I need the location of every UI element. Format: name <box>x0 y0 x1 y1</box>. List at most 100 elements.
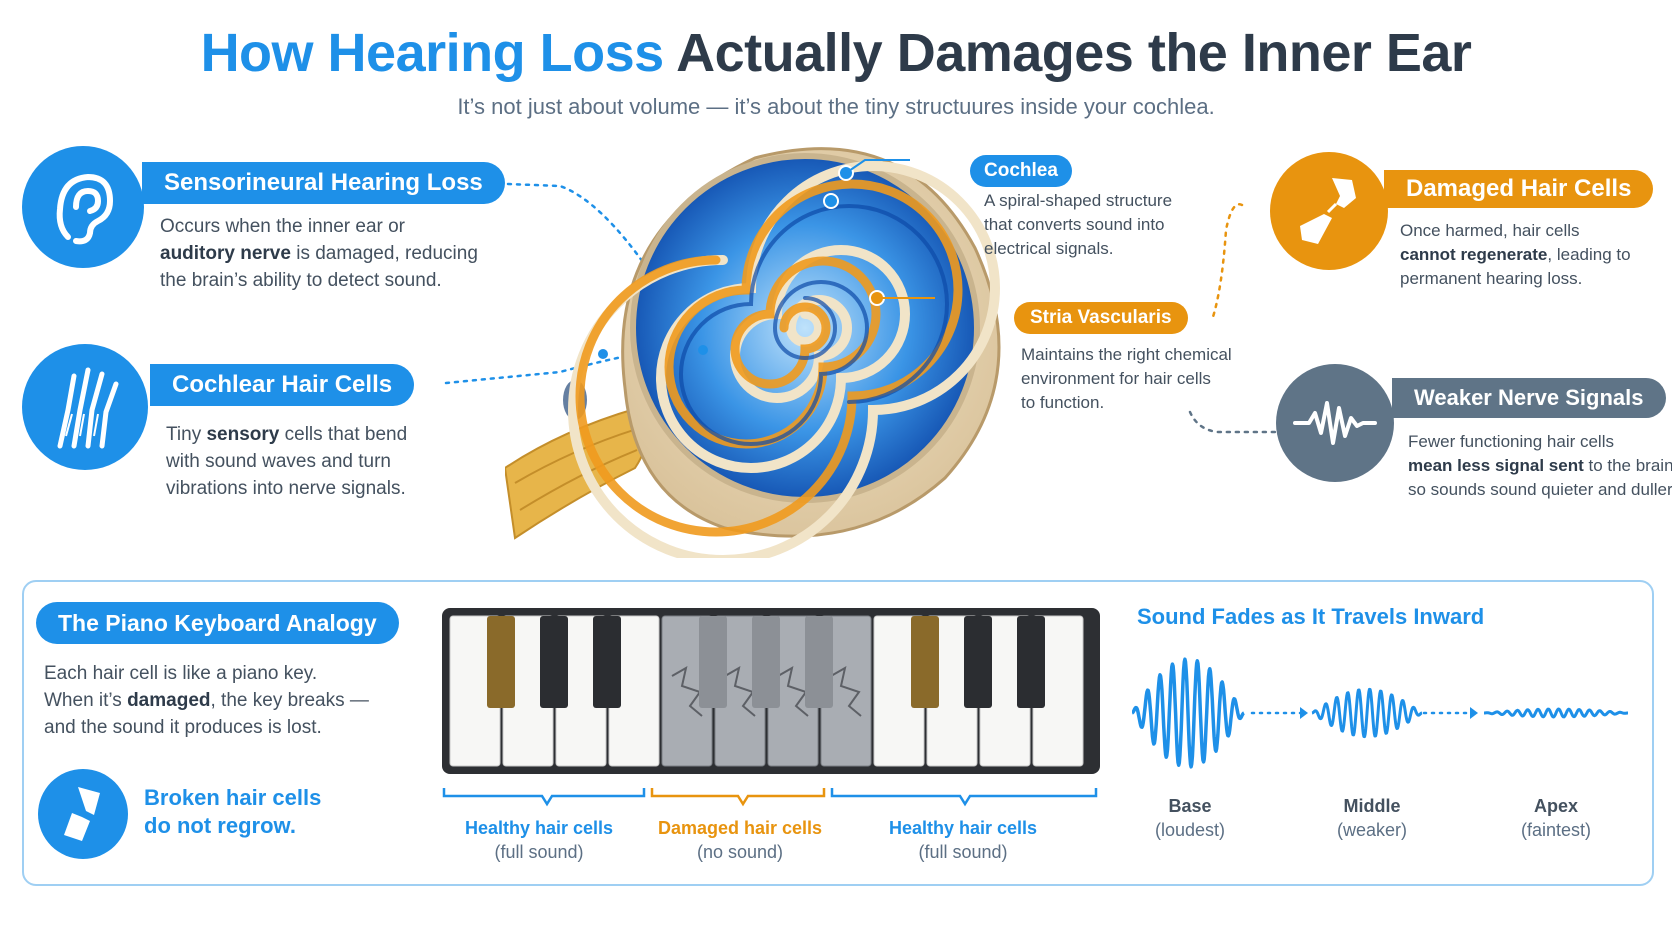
black-keys <box>487 616 1045 708</box>
piano-analogy-label: The Piano Keyboard Analogy <box>36 602 399 644</box>
piano-description: Each hair cell is like a piano key. When… <box>44 660 369 741</box>
weaker-line-2: to the brain, <box>1583 456 1672 475</box>
hair-cells-post: cells that bend <box>279 424 408 445</box>
connector-sensorineural <box>506 182 652 274</box>
hair-cells-icon <box>22 344 148 470</box>
bracket-healthy-right <box>830 788 1098 807</box>
stage-middle-sub: (weaker) <box>1336 820 1407 840</box>
sensorineural-description: Occurs when the inner ear or auditory ne… <box>160 213 478 294</box>
key-crack <box>777 666 809 717</box>
group-3-sub: (full sound) <box>918 842 1008 862</box>
sensorineural-line-1: Occurs when the inner ear or <box>160 216 406 237</box>
title-rest: Actually Damages the Inner Ear <box>676 23 1472 83</box>
bracket-healthy-left <box>442 788 646 807</box>
hair-cells-bold: sensory <box>206 424 280 445</box>
damaged-line-3: permanent hearing loss. <box>1400 269 1583 288</box>
damaged-black-key <box>752 616 780 708</box>
piano-bold: damaged <box>127 690 211 711</box>
cochlea-line-2: that converts sound into <box>984 215 1165 234</box>
weaker-description: Fewer functioning hair cells mean less s… <box>1408 430 1672 502</box>
stria-line-1: Maintains the right chemical <box>1021 345 1232 364</box>
piano-analogy-panel <box>22 580 1654 886</box>
weaker-line-1: Fewer functioning hair cells <box>1408 432 1614 451</box>
page-subtitle: It’s not just about volume — it’s about … <box>457 94 1215 119</box>
stria-band <box>575 179 963 537</box>
broken-hair-cells-note: Broken hair cells do not regrow. <box>144 784 321 840</box>
piano-line-2-post: , the key breaks — <box>210 690 369 711</box>
hair-cells-line-3: vibrations into nerve signals. <box>166 478 406 499</box>
black-key <box>964 616 992 708</box>
black-key <box>911 616 939 708</box>
damaged-black-key <box>699 616 727 708</box>
wave-label-base: Base (loudest) <box>1140 794 1240 842</box>
damaged-line-2: , leading to <box>1547 245 1631 264</box>
weaker-line-3: so sounds sound quieter and duller. <box>1408 480 1672 499</box>
stria-label: Stria Vascularis <box>1014 302 1188 334</box>
waveform-icon <box>1276 364 1394 482</box>
sensorineural-bold: auditory nerve <box>160 243 291 264</box>
page-title: How Hearing Loss Actually Damages the In… <box>0 22 1672 84</box>
cochlea-illustration <box>505 147 1001 558</box>
wave-label-apex: Apex (faintest) <box>1506 794 1606 842</box>
ear-icon <box>22 146 144 268</box>
group-2-sub: (no sound) <box>696 842 784 862</box>
stage-apex-title: Apex <box>1533 796 1578 816</box>
damaged-line-1: Once harmed, hair cells <box>1400 221 1580 240</box>
key-group-label-3: Healthy hair cells (full sound) <box>878 816 1048 864</box>
damaged-bold: cannot regenerate <box>1400 245 1548 264</box>
wave-middle <box>1311 687 1423 739</box>
stria-description: Maintains the right chemical environment… <box>1021 343 1232 415</box>
piano-line-3: and the sound it produces is lost. <box>44 717 322 738</box>
cochlea-label: Cochlea <box>970 155 1072 187</box>
black-key <box>593 616 621 708</box>
group-1-sub: (full sound) <box>494 842 584 862</box>
piano-keyboard <box>442 608 1100 774</box>
black-key <box>540 616 568 708</box>
stage-apex-sub: (faintest) <box>1520 820 1592 840</box>
broken-key-icon <box>38 769 128 859</box>
connector-damaged <box>1210 203 1244 322</box>
cochlea-line-1: A spiral-shaped structure <box>984 191 1173 210</box>
piano-line-2-pre: When it’s <box>44 690 128 711</box>
hair-cells-pre: Tiny <box>166 424 207 445</box>
broken-line-1: Broken hair cells <box>144 785 322 810</box>
wave-label-middle: Middle (weaker) <box>1322 794 1422 842</box>
group-3-title: Healthy hair cells <box>888 818 1038 838</box>
stage-base-title: Base <box>1168 796 1212 816</box>
key-group-label-1: Healthy hair cells (full sound) <box>454 816 624 864</box>
black-key <box>487 616 515 708</box>
wave-apex <box>1483 707 1629 719</box>
piano-line-1: Each hair cell is like a piano key. <box>44 663 318 684</box>
bracket-damaged <box>650 788 826 807</box>
weaker-label: Weaker Nerve Signals <box>1392 378 1666 418</box>
key-crack <box>671 666 703 717</box>
broken-bone-icon <box>1270 152 1388 270</box>
stage-middle-title: Middle <box>1343 796 1401 816</box>
sound-fades-title: Sound Fades as It Travels Inward <box>1137 604 1485 629</box>
stria-line-3: to function. <box>1021 393 1105 412</box>
stria-line-2: environment for hair cells <box>1021 369 1211 388</box>
key-crack <box>830 666 862 717</box>
key-group-brackets <box>442 788 1098 807</box>
sensorineural-line-3: the brain’s ability to detect sound. <box>160 270 442 291</box>
key-group-label-2: Damaged hair cells (no sound) <box>651 816 829 864</box>
damaged-label: Damaged Hair Cells <box>1384 170 1654 208</box>
black-key <box>1017 616 1045 708</box>
sound-fade-waves <box>1132 657 1629 769</box>
damaged-description: Once harmed, hair cells cannot regenerat… <box>1400 219 1631 291</box>
group-2-title: Damaged hair cells <box>657 818 823 838</box>
damaged-black-key <box>805 616 833 708</box>
stage-base-sub: (loudest) <box>1154 820 1226 840</box>
group-1-title: Healthy hair cells <box>464 818 614 838</box>
hair-cells-line-2: with sound waves and turn <box>166 451 391 472</box>
cochlea-description: A spiral-shaped structure that converts … <box>984 189 1172 261</box>
title-highlight: How Hearing Loss <box>200 23 665 83</box>
key-crack <box>724 666 756 717</box>
wave-base <box>1132 657 1246 769</box>
sensorineural-line-2: is damaged, reducing <box>290 243 478 264</box>
cochlea-line-3: electrical signals. <box>984 239 1114 258</box>
broken-line-2: do not regrow. <box>144 813 296 838</box>
weaker-bold: mean less signal sent <box>1408 456 1584 475</box>
hair-cells-label: Cochlear Hair Cells <box>150 364 415 406</box>
connector-weaker <box>1188 410 1278 434</box>
